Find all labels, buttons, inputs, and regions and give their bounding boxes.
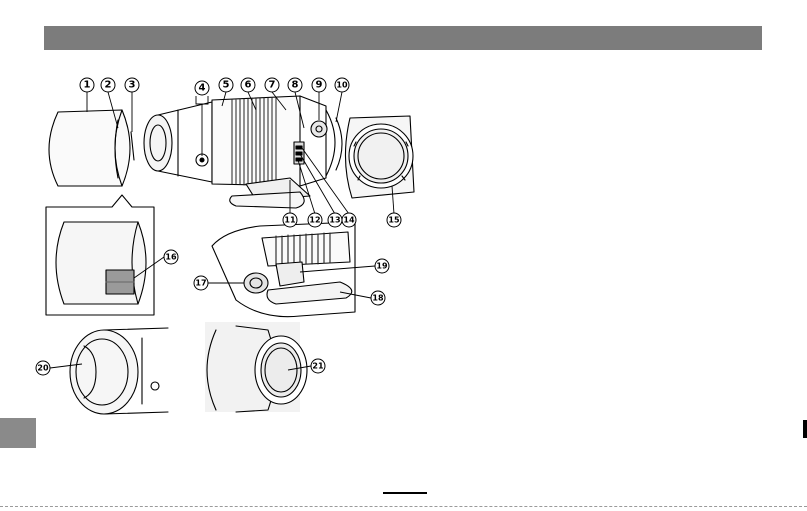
callout-7: 7 [269, 80, 276, 91]
callout-11: 11 [284, 216, 296, 225]
callout-6: 6 [245, 80, 252, 91]
callout-21: 21 [312, 362, 324, 371]
callout-16: 16 [165, 253, 177, 262]
lens-hood-illustration [49, 110, 134, 186]
callout-2: 2 [105, 80, 112, 91]
callout-13: 13 [329, 216, 340, 225]
callout-8: 8 [292, 80, 299, 91]
callout-4: 4 [199, 83, 206, 94]
lens-mount-illustration [345, 116, 414, 198]
callout-9: 9 [316, 80, 323, 91]
callout-1: 1 [84, 80, 91, 91]
lens-body-illustration [144, 96, 342, 208]
rear-cap-illustration [205, 322, 307, 412]
callout-3: 3 [129, 80, 136, 91]
callout-12: 12 [309, 216, 320, 225]
callout-10: 10 [336, 81, 348, 90]
callout-17: 17 [195, 279, 206, 288]
front-cap-illustration [70, 326, 170, 414]
hood-detail-inset [46, 195, 154, 315]
callout-15: 15 [388, 216, 400, 225]
callout-20: 20 [37, 364, 49, 373]
callout-19: 19 [376, 262, 388, 271]
callout-14: 14 [343, 216, 355, 225]
callout-18: 18 [372, 294, 384, 303]
callout-5: 5 [223, 80, 230, 91]
